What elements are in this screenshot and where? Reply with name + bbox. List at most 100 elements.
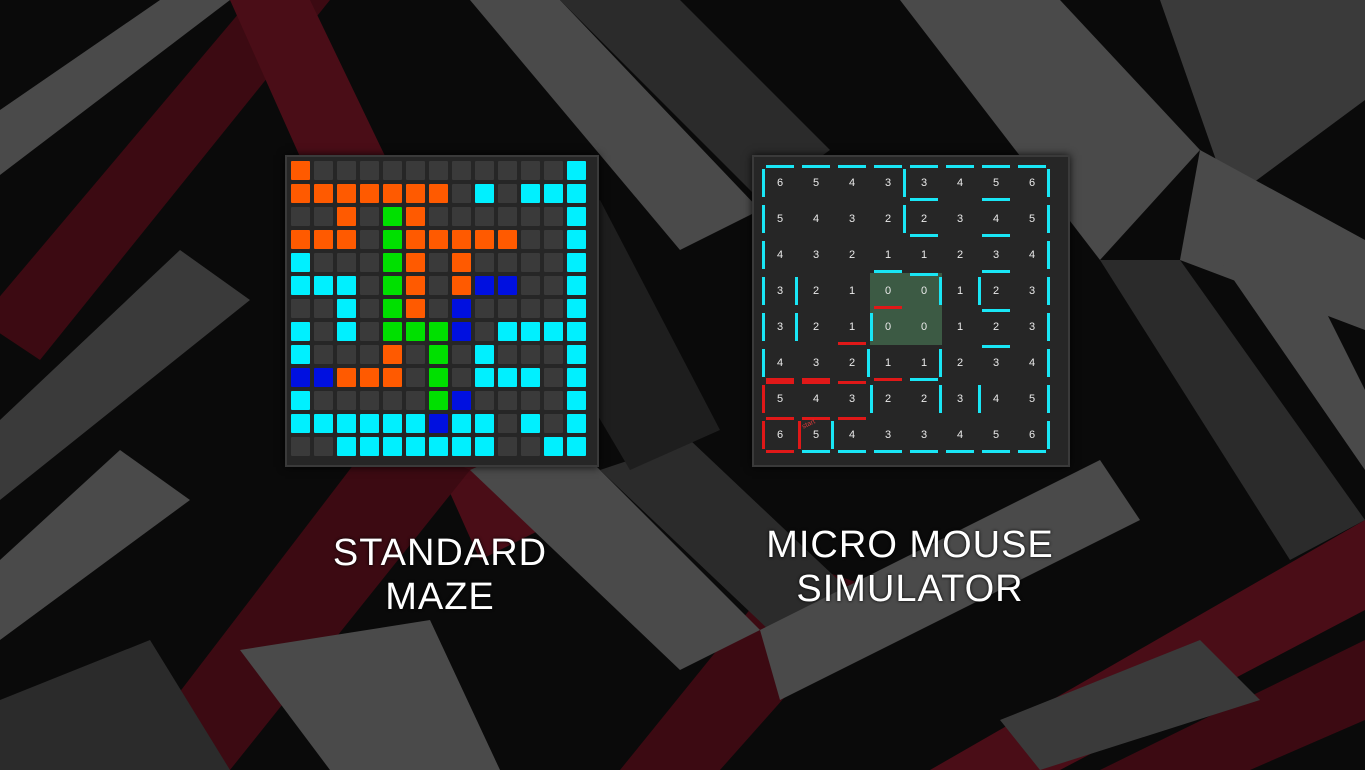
maze-tile <box>498 184 517 203</box>
maze-cell: 4 <box>798 381 834 417</box>
maze-tile <box>291 437 310 456</box>
maze-cell: 4 <box>942 165 978 201</box>
maze-wall <box>762 349 765 377</box>
micro-mouse-simulator-label[interactable]: MICRO MOUSE SIMULATOR <box>725 523 1095 611</box>
distance-value: 2 <box>992 321 1000 333</box>
maze-wall <box>1047 277 1050 305</box>
maze-cell: 3 <box>870 417 906 453</box>
maze-tile <box>429 276 448 295</box>
distance-value: 5 <box>776 393 784 405</box>
maze-tile <box>544 414 563 433</box>
maze-tile <box>383 184 402 203</box>
maze-wall <box>946 165 974 168</box>
maze-wall <box>838 165 866 168</box>
distance-value: 1 <box>956 321 964 333</box>
maze-cell: 3 <box>798 345 834 381</box>
maze-wall <box>762 385 765 413</box>
maze-wall <box>982 165 1010 168</box>
distance-value: 5 <box>1028 213 1036 225</box>
distance-value: 3 <box>848 393 856 405</box>
maze-wall <box>867 349 870 377</box>
maze-cell: 6 <box>1014 165 1050 201</box>
maze-wall <box>1047 385 1050 413</box>
maze-cell: 4 <box>942 417 978 453</box>
maze-cell: 1 <box>870 237 906 273</box>
maze-wall <box>766 378 794 381</box>
maze-tile <box>475 345 494 364</box>
distance-value: 0 <box>920 321 928 333</box>
maze-tile <box>360 414 379 433</box>
standard-maze-card[interactable] <box>285 155 599 467</box>
maze-cell: 4 <box>834 417 870 453</box>
maze-tile <box>567 184 586 203</box>
maze-tile <box>544 184 563 203</box>
maze-cell: 3 <box>906 165 942 201</box>
maze-tile <box>521 207 540 226</box>
maze-tile <box>544 437 563 456</box>
maze-tile <box>498 345 517 364</box>
maze-wall <box>762 277 765 305</box>
micro-mouse-simulator-label-line2: SIMULATOR <box>796 568 1024 610</box>
maze-tile <box>360 276 379 295</box>
maze-tile <box>567 391 586 410</box>
distance-value: 2 <box>992 285 1000 297</box>
maze-tile <box>291 207 310 226</box>
maze-cell: 3 <box>1014 309 1050 345</box>
maze-wall <box>762 313 765 341</box>
maze-tile <box>544 345 563 364</box>
maze-tile <box>291 368 310 387</box>
maze-tile <box>406 299 425 318</box>
distance-value: 4 <box>812 393 820 405</box>
maze-tile <box>360 391 379 410</box>
maze-wall <box>766 381 794 384</box>
maze-wall <box>903 169 906 197</box>
distance-value: 2 <box>920 213 928 225</box>
maze-tile <box>498 253 517 272</box>
distance-value: 1 <box>848 321 856 333</box>
maze-wall <box>802 165 830 168</box>
maze-tile <box>475 230 494 249</box>
distance-value: 3 <box>992 249 1000 261</box>
distance-value: 2 <box>884 393 892 405</box>
standard-maze-label[interactable]: STANDARD MAZE <box>290 531 590 619</box>
maze-cell: 3 <box>834 381 870 417</box>
maze-tile <box>475 414 494 433</box>
maze-tile <box>337 161 356 180</box>
maze-tile <box>567 299 586 318</box>
distance-value: 2 <box>956 249 964 261</box>
maze-cell: 0 <box>870 309 906 345</box>
maze-tile <box>291 322 310 341</box>
maze-tile <box>360 230 379 249</box>
maze-tile <box>521 276 540 295</box>
distance-value: 4 <box>1028 357 1036 369</box>
maze-tile <box>337 322 356 341</box>
distance-value: 3 <box>812 249 820 261</box>
maze-tile <box>406 368 425 387</box>
maze-tile <box>544 207 563 226</box>
maze-tile <box>291 184 310 203</box>
maze-wall <box>838 450 866 453</box>
maze-cell: 1 <box>906 237 942 273</box>
distance-value: 2 <box>812 321 820 333</box>
maze-tile <box>314 253 333 272</box>
standard-maze-label-line1: STANDARD <box>332 532 548 574</box>
maze-tile <box>337 391 356 410</box>
maze-tile <box>291 345 310 364</box>
maze-tile <box>452 276 471 295</box>
maze-cell: 4 <box>762 237 798 273</box>
maze-wall <box>1018 450 1046 453</box>
maze-tile <box>291 253 310 272</box>
maze-tile <box>452 368 471 387</box>
maze-cell: 3 <box>1014 273 1050 309</box>
maze-wall <box>838 342 866 345</box>
maze-tile <box>498 437 517 456</box>
maze-cell: 0 <box>870 273 906 309</box>
maze-cell: 5 <box>762 201 798 237</box>
maze-wall <box>982 198 1010 201</box>
distance-value: 3 <box>776 285 784 297</box>
distance-value: 2 <box>920 393 928 405</box>
distance-value: 3 <box>920 177 928 189</box>
maze-tile <box>314 207 333 226</box>
